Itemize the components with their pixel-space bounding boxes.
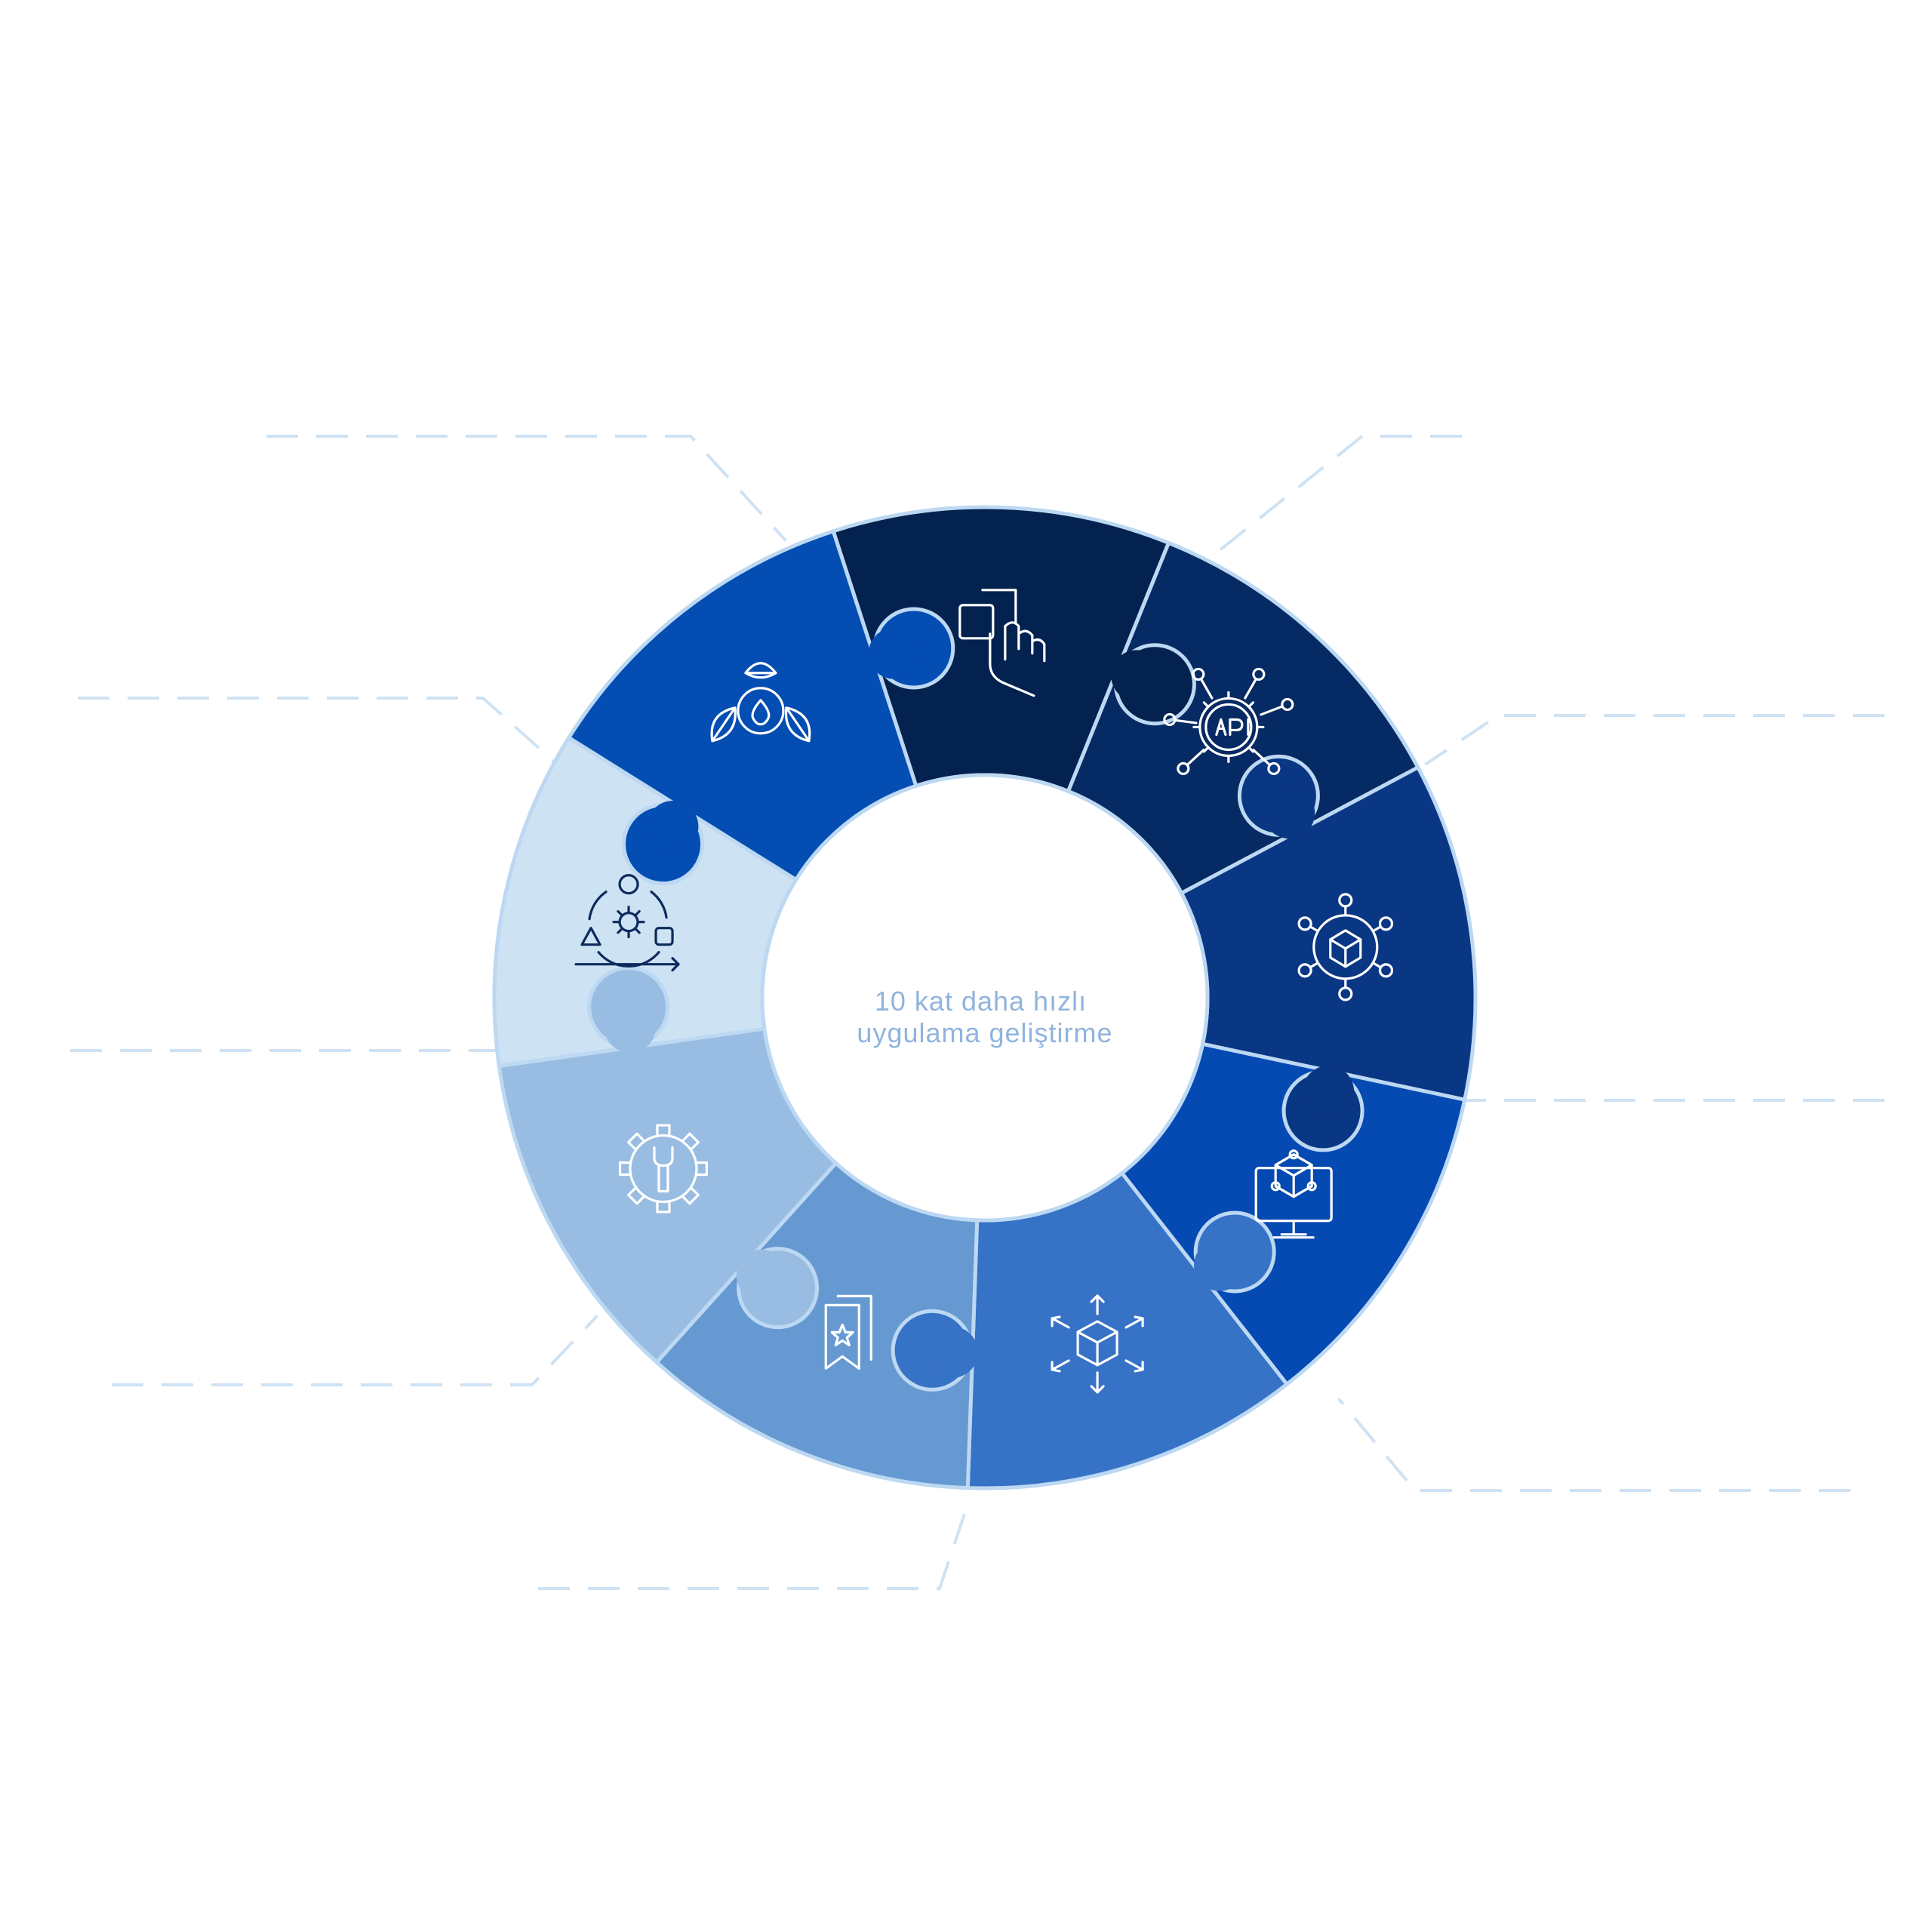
center-disc: [760, 773, 1210, 1223]
connector-line: [1198, 435, 1462, 568]
bookmark-star-icon: [824, 1294, 872, 1370]
connector-line: [266, 435, 787, 542]
network-cube-icon: [1297, 893, 1394, 1001]
leaf-drop-icon: [710, 662, 811, 743]
connector-line: [78, 697, 557, 764]
center-line-2: uygulama geliştirme: [857, 1017, 1112, 1048]
gear-wrench-icon: [618, 1124, 709, 1214]
connector-line: [538, 1496, 972, 1590]
process-cycle-icon: [574, 874, 680, 972]
puzzle-knob-neck: [1263, 787, 1315, 839]
center-line-1: 10 kat daha hızlı: [875, 986, 1087, 1017]
monitor-cube-icon: [1254, 1149, 1333, 1239]
puzzle-knob-neck: [868, 627, 920, 679]
puzzle-knob-neck: [1111, 650, 1163, 702]
center-label: 10 kat daha hızlı uygulama geliştirme: [760, 773, 1210, 1223]
puzzle-knob-neck: [1194, 1239, 1246, 1291]
puzzle-knob-neck: [647, 801, 699, 853]
puzzle-knob-neck: [604, 1001, 656, 1054]
puzzle-knob-neck: [736, 1249, 788, 1301]
touch-drag-icon: [958, 589, 1046, 697]
puzzle-knob-neck: [1303, 1066, 1355, 1118]
connector-line: [112, 1315, 598, 1386]
puzzle-icons: [574, 589, 1394, 1394]
svg-text:10 kat daha hızlı uygu: 10 kat daha hızlı uygulama geliştirme: [857, 986, 1112, 1048]
connector-line: [1337, 1398, 1850, 1492]
expand-cube-icon: [1051, 1294, 1144, 1394]
connector-lines: [70, 435, 1884, 1590]
puzzle-knob-neck: [926, 1326, 978, 1378]
connector-line: [1424, 714, 1884, 766]
api-gear-icon: [1163, 667, 1294, 776]
